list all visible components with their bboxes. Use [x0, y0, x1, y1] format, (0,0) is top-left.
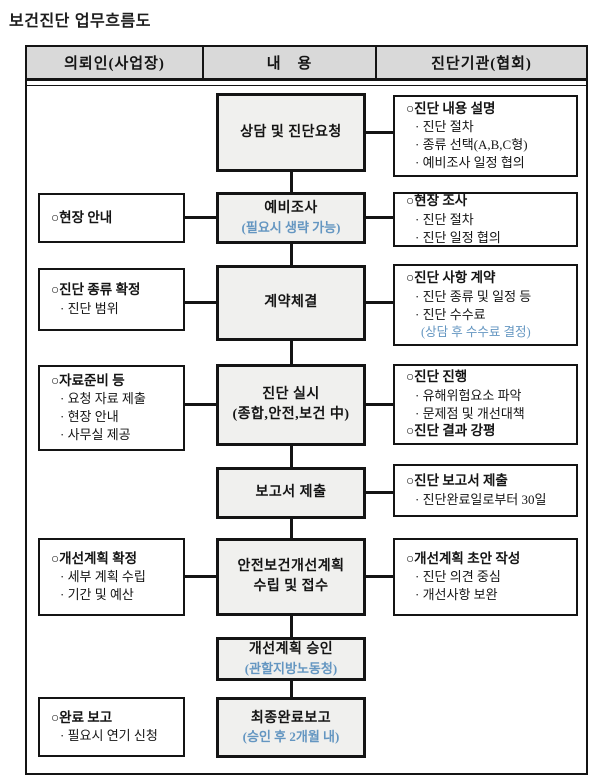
client-box-heading: ○완료 보고 [51, 709, 113, 725]
client-box-bullet: · 현장 안내 [60, 409, 119, 425]
header-col-client: 의뢰인(사업장) [27, 47, 204, 78]
flow-step-label: 최종완료보고 [250, 710, 332, 726]
agency-box-site-survey: ○현장 조사 · 진단 절차 · 진단 일정 협의 [393, 192, 578, 247]
connector-h-row6-right [364, 575, 395, 578]
client-box-bullet: · 사무실 제공 [60, 427, 131, 443]
flow-step-sublabel: (종합,안전,보건 中) [232, 407, 350, 422]
agency-box-heading: ○진단 사항 계약 [406, 270, 496, 286]
agency-box-heading: ○진단 내용 설명 [406, 100, 496, 116]
agency-box-bullet: · 문제점 및 개선대책 [415, 405, 525, 421]
flow-step-label: 예비조사 [264, 201, 318, 217]
agency-box-heading-secondary: ○진단 결과 강평 [406, 423, 496, 439]
agency-box-bullet: · 진단 수수료 [415, 306, 486, 322]
agency-box-report-submission: ○진단 보고서 제출 · 진단완료일로부터 30일 [393, 464, 578, 517]
agency-box-heading: ○진단 보고서 제출 [406, 473, 508, 489]
connector-h-row4-right [364, 403, 395, 406]
client-box-diagnosis-type-confirm: ○진단 종류 확정 · 진단 범위 [38, 268, 185, 331]
table-header: 의뢰인(사업장) 내 용 진단기관(협회) [25, 45, 588, 81]
connector-h-row2-right [364, 216, 395, 219]
client-box-heading: ○진단 종류 확정 [51, 282, 141, 298]
agency-box-heading: ○진단 진행 [406, 368, 468, 384]
client-box-heading: ○자료준비 등 [51, 372, 125, 388]
connector-h-row3-left [183, 301, 218, 304]
agency-box-diagnosis-contract: ○진단 사항 계약 · 진단 종류 및 일정 등 · 진단 수수료 (상담 후 … [393, 264, 578, 346]
client-box-improvement-plan-confirm: ○개선계획 확정 · 세부 계획 수립 · 기간 및 예산 [38, 538, 185, 616]
flow-step-plan-approval: 개선계획 승인 (관할지방노동청) [216, 637, 366, 681]
connector-v-4 [290, 444, 293, 469]
page-title: 보건진단 업무흐름도 [9, 13, 151, 30]
connector-v-2 [290, 242, 293, 267]
connector-h-row2-left [183, 216, 218, 219]
connector-h-row1-right [364, 131, 395, 134]
agency-box-improvement-plan-draft: ○개선계획 초안 작성 · 진단 의견 중심 · 개선사항 보완 [393, 538, 578, 616]
connector-h-row5-right [364, 491, 395, 494]
client-box-heading: ○현장 안내 [51, 209, 113, 225]
flow-step-label: 개선계획 승인 [248, 642, 334, 658]
agency-box-heading: ○개선계획 초안 작성 [406, 550, 521, 566]
connector-h-row6-left [183, 575, 218, 578]
agency-box-bullet: · 진단 종류 및 일정 등 [415, 288, 532, 304]
flow-step-note: (필요시 생략 가능) [241, 219, 341, 235]
flow-step-sublabel: 수립 및 접수 [253, 579, 329, 594]
agency-box-heading: ○현장 조사 [406, 193, 468, 209]
agency-box-bullet: · 진단 절차 [415, 119, 474, 135]
flow-step-consultation-request: 상담 및 진단요청 [216, 93, 366, 172]
connector-h-row3-right [364, 301, 395, 304]
header-col-agency: 진단기관(협회) [431, 56, 532, 72]
agency-box-bullet: · 진단 의견 중심 [415, 569, 501, 585]
flow-step-label: 진단 실시 [262, 387, 320, 403]
flow-step-note: (관할지방노동청) [244, 660, 338, 676]
flow-step-report-submission: 보고서 제출 [216, 467, 366, 519]
flow-step-label: 상담 및 진단요청 [240, 124, 342, 140]
agency-box-diagnosis-progress: ○진단 진행 · 유해위험요소 파악 · 문제점 및 개선대책 ○진단 결과 강… [393, 364, 578, 445]
flow-step-note: (승인 후 2개월 내) [242, 729, 340, 745]
connector-v-3 [290, 339, 293, 366]
flow-step-preliminary-survey: 예비조사 (필요시 생략 가능) [216, 192, 366, 244]
agency-box-bullet: · 종류 선택(A,B,C형) [415, 137, 528, 153]
client-box-data-preparation: ○자료준비 등 · 요청 자료 제출 · 현장 안내 · 사무실 제공 [38, 365, 185, 451]
header-col-content: 내 용 [204, 47, 377, 78]
connector-v-5 [290, 517, 293, 540]
agency-box-diagnosis-explanation: ○진단 내용 설명 · 진단 절차 · 종류 선택(A,B,C형) · 예비조사… [393, 95, 578, 177]
connector-v-1 [290, 170, 293, 194]
flow-step-contract-signing: 계약체결 [216, 265, 366, 341]
agency-box-note: (상담 후 수수료 결정) [421, 324, 531, 339]
client-box-bullet: · 세부 계획 수립 [60, 569, 146, 585]
client-box-site-guide: ○현장 안내 [38, 193, 185, 243]
flow-step-improvement-plan: 안전보건개선계획 수립 및 접수 [216, 538, 366, 616]
connector-v-6 [290, 614, 293, 639]
agency-box-bullet: · 유해위험요소 파악 [415, 387, 522, 403]
client-box-heading: ○개선계획 확정 [51, 550, 138, 566]
flow-step-diagnosis-execution: 진단 실시 (종합,안전,보건 中) [216, 364, 366, 446]
client-box-completion-report: ○완료 보고 · 필요시 연기 신청 [38, 697, 185, 757]
header-underline [27, 85, 586, 86]
client-box-bullet: · 기간 및 예산 [60, 587, 134, 603]
agency-box-bullet: · 진단 일정 협의 [415, 229, 501, 245]
agency-box-bullet: · 예비조사 일정 협의 [415, 155, 525, 171]
client-box-bullet: · 진단 범위 [60, 300, 119, 316]
agency-box-bullet: · 개선사항 보완 [415, 587, 498, 603]
flow-step-final-report: 최종완료보고 (승인 후 2개월 내) [216, 697, 366, 758]
connector-h-row4-left [183, 403, 218, 406]
connector-v-7 [290, 679, 293, 699]
flow-step-label: 계약체결 [264, 295, 318, 311]
client-box-bullet: · 요청 자료 제출 [60, 391, 146, 407]
flow-step-label: 안전보건개선계획 [237, 559, 345, 575]
client-box-bullet: · 필요시 연기 신청 [60, 728, 158, 744]
flow-step-label: 보고서 제출 [255, 485, 327, 501]
agency-box-bullet: · 진단완료일로부터 30일 [415, 491, 547, 507]
agency-box-bullet: · 진단 절차 [415, 211, 474, 227]
